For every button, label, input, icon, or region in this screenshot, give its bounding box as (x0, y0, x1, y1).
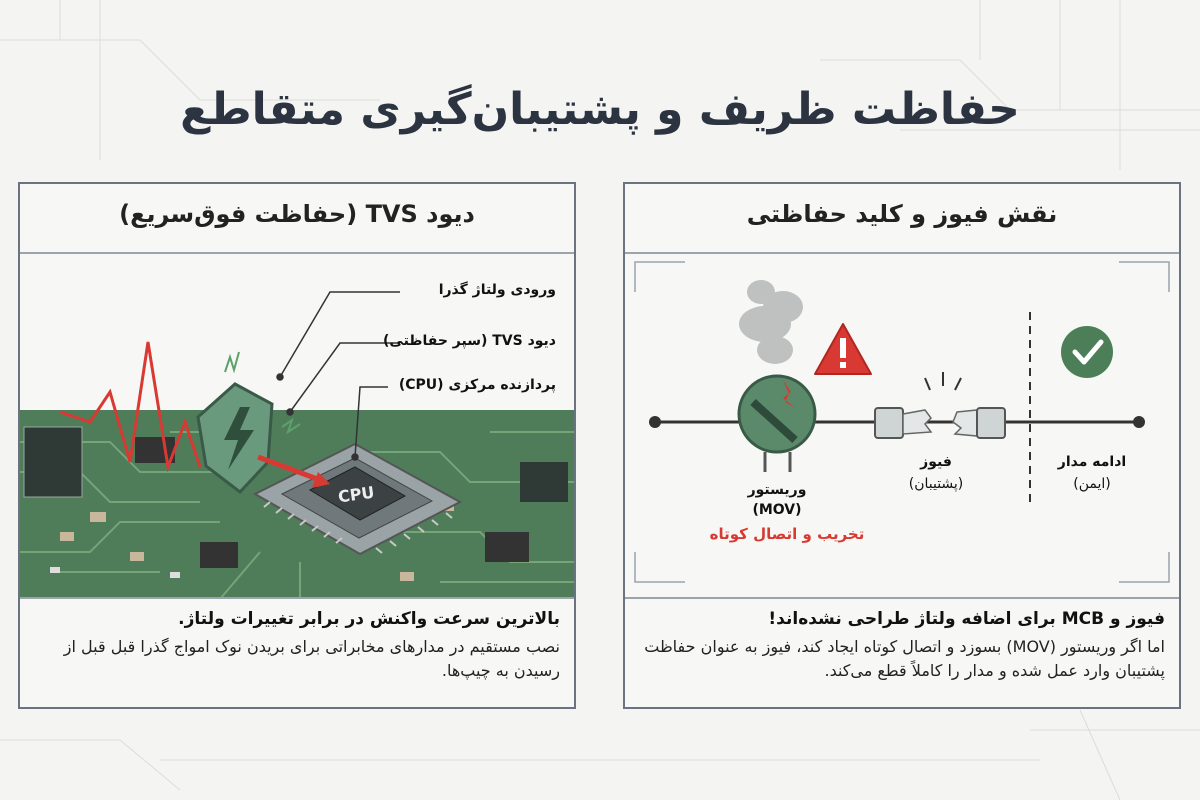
smoke-icon (739, 280, 803, 364)
surge-arrow (257, 454, 321, 483)
tvs-panel: دیود TVS (حفاظت فوق‌سریع) (18, 182, 576, 709)
page-title: حفاظت ظریف و پشتیبان‌گیری متقاطع (180, 84, 1020, 135)
fuse-footer-body: اما اگر وریستور (MOV) بسوزد و اتصال کوتا… (644, 637, 1165, 680)
pcb-components (23, 426, 568, 581)
varistor-symbol (737, 374, 817, 472)
fuse-panel: نقش فیوز و کلید حفاظتی (623, 182, 1181, 709)
shield-icon (196, 351, 301, 495)
fuse-role: (پشتیبان) (908, 476, 964, 492)
tvs-footer-heading: بالاترین سرعت واکنش در برابر تغییرات ولت… (178, 609, 560, 629)
fuse-panel-title: نقش فیوز و کلید حفاظتی (746, 200, 1058, 228)
fuse-name: فیوز (920, 454, 952, 470)
fuse-footer-heading: فیوز و MCB برای اضافه ولتاژ طراحی نشده‌ا… (768, 609, 1165, 629)
circuit-state: (ایمن) (1073, 476, 1111, 492)
circuit-name: ادامه مدار (1057, 454, 1127, 470)
broken-fuse (874, 372, 1006, 439)
transient-wave (59, 341, 202, 473)
tvs-panel-footer: بالاترین سرعت واکنش در برابر تغییرات ولت… (20, 597, 574, 707)
callout-input-voltage: ورودی ولتاژ گذرا (438, 282, 556, 298)
varistor-code: (MOV) (752, 502, 802, 518)
lightning-icon (224, 407, 254, 470)
frame-brackets (634, 261, 1170, 583)
tvs-panel-title: دیود TVS (حفاظت فوق‌سریع) (119, 200, 475, 228)
tvs-illustration: CPU (20, 291, 574, 599)
cpu-chip-label: CPU (337, 483, 376, 507)
varistor-name: وریستور (747, 482, 807, 498)
tvs-footer-body: نصب مستقیم در مدارهای مخابراتی برای برید… (63, 637, 560, 680)
warning-icon (814, 323, 872, 375)
fuse-panel-header: نقش فیوز و کلید حفاظتی (625, 184, 1179, 254)
varistor-status: تخریب و اتصال کوتاه (709, 525, 865, 543)
fuse-panel-footer: فیوز و MCB برای اضافه ولتاژ طراحی نشده‌ا… (625, 597, 1179, 707)
callout-cpu: پردازنده مرکزی (CPU) (398, 377, 556, 393)
callout-lines (276, 291, 400, 461)
tvs-panel-header: دیود TVS (حفاظت فوق‌سریع) (20, 184, 574, 254)
check-icon (1061, 326, 1113, 378)
fuse-illustration (634, 261, 1170, 583)
callout-tvs-diode: دیود TVS (سپر حفاظتی) (383, 333, 556, 349)
